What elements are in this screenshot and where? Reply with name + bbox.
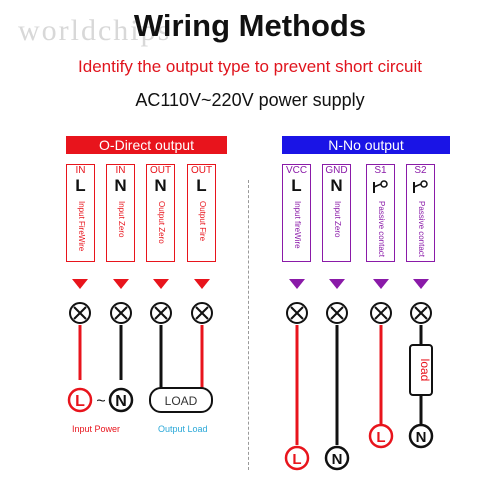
watermark: worldchips: [18, 14, 172, 47]
load-label-vertical: load: [418, 359, 432, 382]
n-circle-icon: [108, 387, 134, 413]
l-circle-icon: [67, 387, 93, 413]
arrow-icon: [373, 279, 389, 289]
terminal-vcc: VCC L Input fireWire: [282, 164, 311, 262]
screw-terminal-icon: [191, 302, 213, 324]
l-circle-icon: [284, 445, 310, 471]
terminal-symbol: L: [291, 176, 302, 195]
arrow-icon: [413, 279, 429, 289]
arrow-icon: [289, 279, 305, 289]
power-supply-label: AC110V~220V power supply: [135, 90, 365, 110]
terminal-in-l: IN L Input FireWire: [66, 164, 95, 262]
n-circle-label: N: [416, 429, 427, 446]
output-load-caption: Output Load: [158, 424, 208, 434]
load-box-vertical: [409, 344, 433, 396]
screw-terminal-icon: [326, 302, 348, 324]
terminal-out-l: OUT L Output Fire: [187, 164, 216, 262]
n-circle-icon: [324, 445, 350, 471]
l-circle-label: L: [376, 429, 385, 446]
terminal-label: IN: [75, 165, 86, 176]
arrow-icon: [329, 279, 345, 289]
terminal-out-n: OUT N Output Zero: [146, 164, 175, 262]
terminal-description: Input fireWire: [293, 201, 302, 249]
terminal-symbol: N: [114, 176, 127, 195]
switch-icon: [373, 180, 388, 193]
terminal-in-n: IN N Input Zero: [106, 164, 135, 262]
screw-terminal-icon: [110, 302, 132, 324]
terminal-gnd: GND N Input Zero: [322, 164, 351, 262]
l-circle-label: L: [75, 393, 85, 410]
terminal-symbol: L: [75, 176, 86, 195]
terminal-label: S2: [414, 165, 427, 176]
n-circle-label: N: [115, 393, 127, 410]
load-label: LOAD: [165, 394, 198, 408]
terminal-s2: S2 Passive contact: [406, 164, 435, 262]
arrow-icon: [194, 279, 210, 289]
screw-terminal-icon: [150, 302, 172, 324]
arrow-icon: [153, 279, 169, 289]
terminal-description: Input Zero: [333, 201, 342, 238]
n-circle-label: N: [332, 451, 343, 468]
terminal-description: Output Zero: [157, 201, 166, 244]
terminal-description: Passive contact: [377, 201, 386, 258]
tilde-symbol: ~: [96, 393, 105, 410]
n-circle-icon: [408, 423, 434, 449]
terminal-symbol: N: [330, 176, 343, 195]
terminal-description: Input FireWire: [77, 201, 86, 252]
screw-terminal-icon: [69, 302, 91, 324]
terminal-label: OUT: [149, 165, 172, 176]
no-output-banner: N-No output: [282, 136, 450, 154]
arrow-icon: [113, 279, 129, 289]
terminal-label: IN: [115, 165, 126, 176]
terminal-label: GND: [325, 165, 348, 176]
arrow-icon: [72, 279, 88, 289]
page-title: Wiring Methods: [133, 8, 367, 43]
terminal-symbol: N: [154, 176, 167, 195]
terminal-symbol: L: [196, 176, 207, 195]
screw-terminal-icon: [410, 302, 432, 324]
terminal-description: Passive contact: [417, 201, 426, 258]
page-subtitle: Identify the output type to prevent shor…: [78, 57, 422, 76]
load-box: [149, 387, 213, 413]
terminal-description: Input Zero: [117, 201, 126, 238]
screw-terminal-icon: [370, 302, 392, 324]
input-power-caption: Input Power: [72, 424, 121, 434]
terminal-description: Output Fire: [198, 201, 207, 242]
section-divider: [248, 180, 249, 470]
l-circle-label: L: [292, 451, 301, 468]
terminal-s1: S1 Passive contact: [366, 164, 395, 262]
screw-terminal-icon: [286, 302, 308, 324]
direct-output-banner: O-Direct output: [66, 136, 227, 154]
terminal-label: S1: [374, 165, 387, 176]
l-circle-icon: [368, 423, 394, 449]
switch-icon: [413, 180, 428, 193]
terminal-label: VCC: [285, 165, 308, 176]
terminal-label: OUT: [190, 165, 213, 176]
